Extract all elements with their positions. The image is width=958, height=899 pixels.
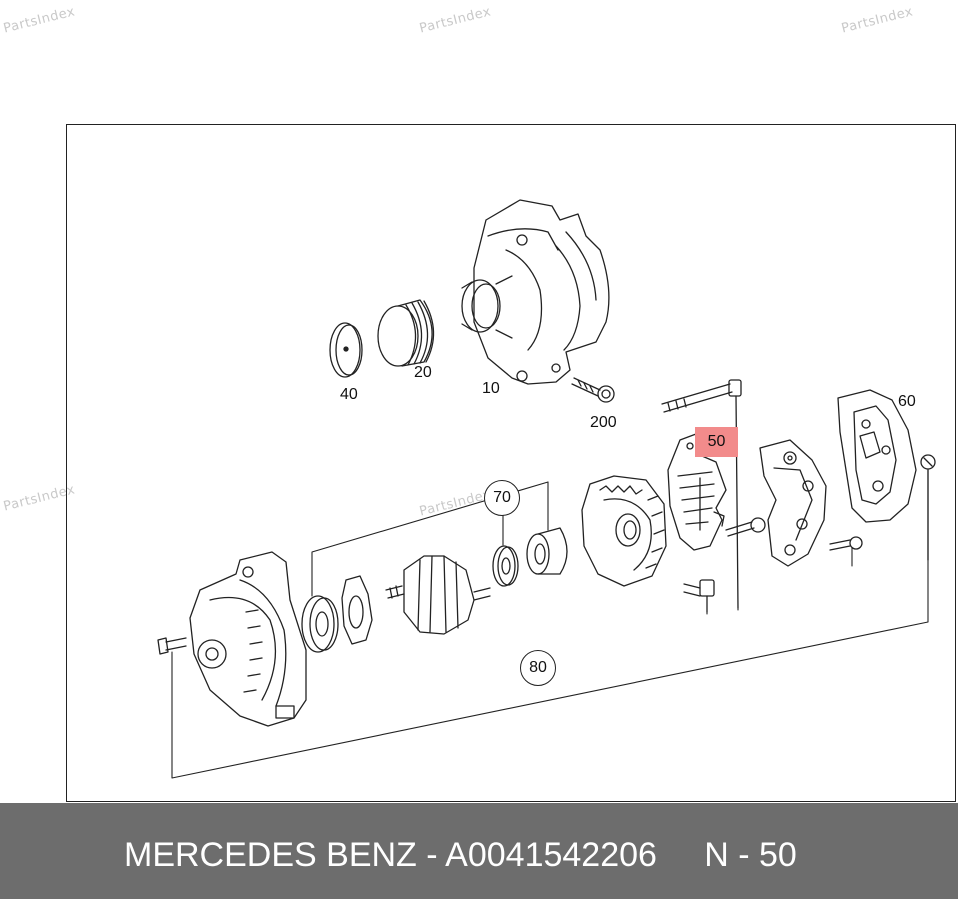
part-200-screw[interactable]	[571, 377, 615, 403]
position-number: N - 50	[704, 836, 797, 874]
bearing-70[interactable]	[492, 545, 519, 587]
stator[interactable]	[581, 475, 667, 587]
part-40-cap[interactable]	[329, 322, 363, 378]
rotor[interactable]	[385, 555, 491, 635]
callout-80: 80	[520, 650, 556, 686]
brand-name: MERCEDES BENZ	[124, 836, 417, 874]
separator: -	[416, 836, 446, 874]
callout-70: 70	[484, 480, 520, 516]
spacer-ring[interactable]	[341, 575, 373, 645]
rectifier-bolt[interactable]	[725, 517, 766, 537]
leader-lines	[171, 469, 929, 779]
spacer	[657, 836, 704, 874]
long-bolt[interactable]	[661, 379, 742, 609]
slip-ring[interactable]	[526, 527, 568, 575]
front-housing[interactable]	[189, 551, 307, 727]
callout-40: 40	[340, 386, 358, 403]
callout-20: 20	[414, 364, 432, 381]
callout-50-highlight[interactable]: 50	[695, 427, 738, 457]
callout-200: 200	[590, 414, 617, 431]
bearing-front[interactable]	[301, 595, 339, 653]
rectifier[interactable]	[759, 439, 827, 567]
callout-60: 60	[898, 393, 916, 410]
footer-bar: MERCEDES BENZ - A0041542206 N - 50	[0, 803, 958, 899]
part-number: A0041542206	[445, 836, 657, 874]
part-60-cover[interactable]	[837, 389, 917, 523]
alternator-exploded-diagram	[157, 199, 936, 779]
footer-caption: MERCEDES BENZ - A0041542206 N - 50	[124, 836, 797, 875]
part-10-housing[interactable]	[461, 199, 610, 385]
part-20-pulley[interactable]	[377, 299, 435, 367]
part-50-regulator[interactable]	[667, 433, 727, 613]
callout-10: 10	[482, 380, 500, 397]
housing-screw[interactable]	[157, 637, 187, 655]
diagram-frame	[66, 124, 956, 802]
